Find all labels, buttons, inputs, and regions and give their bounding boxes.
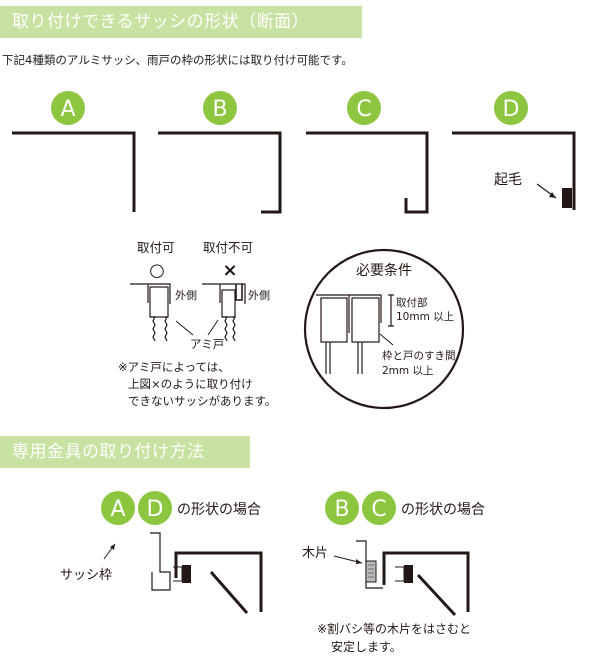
case-ad-title: の形状の場合 [177,502,261,518]
section-description: 下記4種類のアルミサッシ、雨戸の枠の形状には取り付け可能です。 [2,53,353,67]
case-bc-title: の形状の場合 [401,502,485,518]
pile-seal [562,188,572,208]
wood-piece [365,560,377,583]
type-badge-d-letter: D [503,97,520,122]
case-ad-badge-d: D [147,497,164,522]
mount-ok-mark: ○ [149,260,165,281]
case-bc-badges: B C [325,491,396,525]
sash-shape-b [158,131,282,214]
case-ad-badge-a: A [110,497,125,522]
mount-ok-label: 取付可 [137,240,175,255]
pile-seal-label: 起毛 [494,172,522,188]
case-ad-badges: A D [101,491,172,525]
mesh-ok-diagram [130,283,171,342]
sash-shape-c [306,131,429,214]
mount-depth-value: 10mm 以上 [396,311,454,323]
type-badge-a-letter: A [60,97,75,122]
gap-label: 枠と戸のすき間 [382,349,456,362]
sash-shape-a [12,131,136,212]
wood-note-line-2: 安定します。 [331,639,402,654]
mesh-ng-diagram [202,283,246,342]
type-badge-c: C [347,91,381,125]
outside-label-ng: 外側 [248,289,270,302]
type-badge-c-letter: C [356,97,371,122]
requirements-title: 必要条件 [356,262,412,279]
type-badge-b: B [203,91,237,125]
case-bc-badge-b: B [334,497,349,522]
case-bc-diagram [356,540,470,617]
wood-label: 木片 [302,546,328,561]
mount-ng-label: 取付不可 [203,240,253,255]
section-title-installation: 専用金具の取り付け方法 [0,436,250,468]
type-badge-a: A [51,91,85,125]
wood-note-line-1: ※割バシ等の木片をはさむと [317,621,471,636]
outside-label-ok: 外側 [175,289,197,302]
mesh-note-line-3: できないサッシがあります。 [128,394,276,408]
case-bc-badge-c: C [371,497,386,522]
frame-label: サッシ枠 [60,568,112,583]
case-ad-diagram [150,532,263,614]
screen-door-label: アミ戸 [190,337,224,351]
mount-depth-label: 取付部 [396,296,428,309]
gap-value: 2mm 以上 [382,365,433,377]
mesh-note-line-2: 上図×のように取り付け [128,377,253,391]
mesh-note-line-1: ※アミ戸によっては、 [118,360,230,374]
sash-shape-d [452,131,576,210]
requirements-diagram [316,294,394,374]
requirements-circle [303,248,465,410]
mount-ng-mark: × [222,260,237,281]
type-badge-b-letter: B [212,97,227,122]
section-title-sash-shapes: 取り付けできるサッシの形状（断面） [0,6,362,38]
type-badge-d: D [494,91,528,125]
